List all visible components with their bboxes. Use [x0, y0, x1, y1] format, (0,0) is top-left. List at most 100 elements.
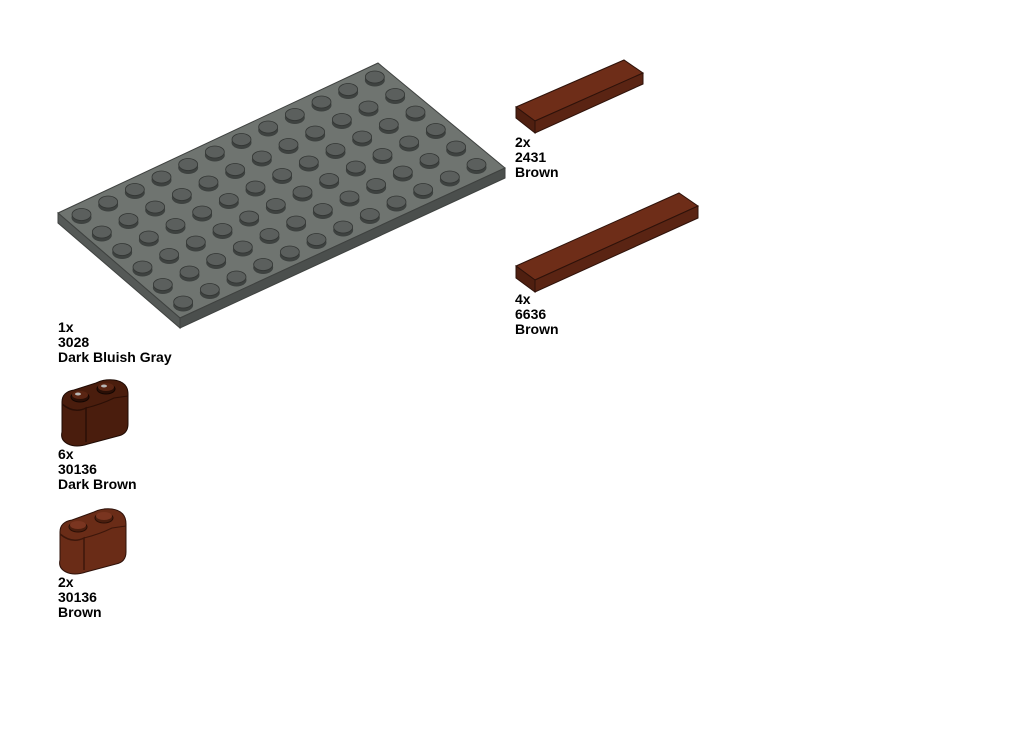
plate-stud — [98, 195, 119, 209]
part-caption-3028: 1x 3028 Dark Bluish Gray — [58, 320, 172, 365]
part-caption-30136-brown: 2x 30136 Brown — [58, 575, 102, 620]
part-number: 2431 — [515, 149, 547, 165]
part-30136-dark-brown — [56, 374, 136, 450]
part-number: 3028 — [58, 334, 90, 350]
part-qty: 1x — [58, 319, 74, 335]
plate-stud — [178, 158, 199, 171]
plate-stud — [206, 253, 227, 266]
plate-stud — [218, 193, 239, 206]
plate-stud — [185, 235, 206, 249]
plate-stud — [419, 153, 440, 166]
plate-stud — [325, 143, 346, 156]
plate-stud — [159, 248, 180, 261]
plate-stud — [192, 205, 213, 219]
plate-stud — [286, 215, 307, 229]
plate-stud — [312, 203, 333, 216]
part-color-name: Brown — [515, 164, 559, 180]
part-6636-brown — [512, 188, 707, 298]
part-color-name: Dark Brown — [58, 476, 137, 492]
plate-stud — [204, 145, 225, 159]
part-number: 30136 — [58, 589, 97, 605]
plate-stud — [311, 95, 332, 109]
plate-stud — [466, 158, 487, 171]
plate-stud — [232, 240, 253, 254]
plate-stud — [284, 108, 305, 121]
plate-stud — [253, 258, 274, 271]
plate-stud — [91, 225, 112, 239]
plate-stud — [71, 208, 92, 221]
log-brick-1x2-icon — [61, 379, 129, 447]
plate-stud — [352, 130, 373, 144]
part-color-name: Brown — [515, 321, 559, 337]
plate-stud — [226, 270, 247, 284]
part-2431-brown — [512, 55, 652, 140]
plate-stud — [292, 185, 313, 199]
plate-stud — [199, 283, 220, 296]
plate-stud — [279, 245, 300, 259]
plate-stud — [405, 105, 426, 119]
part-number: 30136 — [58, 461, 97, 477]
plate-stud — [358, 100, 379, 114]
plate-stud — [152, 278, 173, 291]
plate-stud — [392, 165, 413, 179]
plate-stud — [165, 218, 186, 231]
plate-stud — [372, 148, 393, 161]
plate-stud — [446, 140, 467, 154]
plate-stud — [278, 138, 299, 151]
plate-stud — [378, 118, 399, 131]
plate-stud — [306, 233, 327, 246]
plate-stud — [298, 155, 319, 169]
plate-stud — [333, 220, 354, 234]
plate-stud — [124, 183, 145, 196]
plate-stud — [118, 213, 139, 226]
part-caption-6636: 4x 6636 Brown — [515, 292, 559, 337]
plate-stud — [225, 163, 246, 176]
plate-stud — [198, 175, 219, 189]
plate-stud — [399, 135, 420, 149]
plate-stud — [339, 190, 360, 204]
plate-stud — [425, 123, 446, 136]
part-3028-dark-bluish-gray — [50, 55, 520, 330]
plate-stud — [439, 170, 460, 184]
part-qty: 4x — [515, 291, 531, 307]
plate-stud — [319, 173, 340, 186]
plate-stud — [179, 265, 200, 279]
part-color-name: Brown — [58, 604, 102, 620]
plate-stud — [258, 120, 279, 134]
part-qty: 6x — [58, 446, 74, 462]
plate-stud — [331, 113, 352, 126]
plate-stud — [251, 150, 272, 164]
plate-stud — [173, 295, 194, 309]
log-brick-1x2-icon — [59, 508, 127, 575]
plate-stud — [265, 198, 286, 211]
plate-stud — [245, 180, 266, 194]
part-caption-2431: 2x 2431 Brown — [515, 135, 559, 180]
plate-stud — [231, 133, 252, 146]
plate-6x12-icon — [57, 62, 506, 330]
plate-stud — [272, 168, 293, 181]
plate-stud — [359, 208, 380, 221]
part-caption-30136-dark-brown: 6x 30136 Dark Brown — [58, 447, 137, 492]
part-qty: 2x — [58, 574, 74, 590]
plate-stud — [364, 70, 385, 84]
plate-stud — [259, 228, 280, 241]
plate-stud — [138, 230, 159, 244]
tile-1x6-icon — [515, 192, 700, 293]
plate-stud — [338, 83, 359, 96]
plate-stud — [345, 160, 366, 174]
plate-stud — [132, 260, 153, 274]
plate-stud — [413, 183, 434, 196]
part-color-name: Dark Bluish Gray — [58, 349, 172, 365]
plate-stud — [145, 200, 166, 214]
part-number: 6636 — [515, 306, 547, 322]
plate-stud — [151, 170, 172, 184]
plate-stud — [305, 125, 326, 139]
plate-stud — [385, 88, 406, 101]
plate-stud — [386, 195, 407, 209]
plate-stud — [239, 210, 260, 224]
tile-1x4-icon — [515, 59, 645, 135]
plate-stud — [366, 178, 387, 191]
plate-stud — [171, 188, 192, 201]
plate-stud — [212, 223, 233, 236]
plate-stud — [112, 243, 133, 256]
